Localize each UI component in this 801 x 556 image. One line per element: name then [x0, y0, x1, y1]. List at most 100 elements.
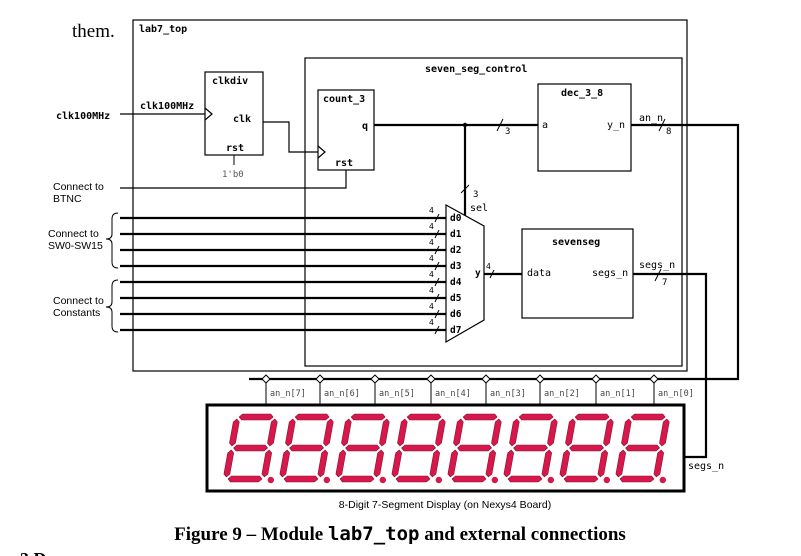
- dec-3-8-module: [537, 83, 632, 172]
- bus-width-d7: 4: [429, 318, 434, 327]
- anode-label-6: an_n[1]: [600, 389, 636, 399]
- digit-5-segment-a: [518, 413, 554, 421]
- digit-3-segment-f: [397, 418, 408, 447]
- bus-width-d3: 4: [429, 254, 434, 263]
- mux-input-bus-slashes: [434, 213, 440, 335]
- anode-tap-diamond: [315, 374, 325, 384]
- btnc-line2: BTNC: [53, 193, 82, 205]
- mux-port-d4: d4: [450, 277, 462, 288]
- digit-0-decimal-point: [267, 476, 275, 484]
- digit-5-decimal-point: [547, 476, 555, 484]
- bus-width-d1: 4: [429, 222, 434, 231]
- sevenseg-segs-port: segs_n: [592, 268, 628, 279]
- digit-6-segment-c: [597, 449, 608, 478]
- digit-4-segment-f: [453, 418, 464, 447]
- digit-7-decimal-point: [659, 476, 667, 484]
- digit-1-segment-c: [317, 449, 328, 478]
- clk-internal-label: clk100MHz: [140, 101, 194, 112]
- digit-2-segment-g: [345, 444, 380, 452]
- clk-external-label: clk100MHz: [56, 111, 110, 122]
- an-n-label: an_n: [639, 113, 663, 124]
- mux-port-d3: d3: [450, 261, 462, 272]
- mux-port-d1: d1: [450, 229, 462, 240]
- anode-tap-diamond: [426, 374, 436, 384]
- mux-input-ports: d0 d1 d2 d3 d4 d5 d6 d7: [450, 213, 462, 336]
- clkdiv-rst-tie: 1'b0: [222, 170, 244, 180]
- digit-0-segment-g: [233, 444, 268, 452]
- anode-tap-diamond: [261, 374, 271, 384]
- dec-3-8-label: dec_3_8: [561, 88, 603, 99]
- sel-width: 3: [473, 190, 478, 200]
- digit-0-segment-e: [223, 449, 234, 478]
- mux-port-d0: d0: [450, 213, 462, 224]
- digit-4-segment-a: [462, 413, 498, 421]
- seven-seg-control-label: seven_seg_control: [425, 64, 527, 75]
- bus-width-d5: 4: [429, 286, 434, 295]
- digit-6-segment-d: [563, 475, 599, 483]
- digit-0-segment-c: [261, 449, 272, 478]
- anode-tap-diamond: [481, 374, 491, 384]
- digit-7-segment-g: [625, 444, 660, 452]
- anode-label-2: an_n[5]: [379, 389, 415, 399]
- segs-n-label: segs_n: [639, 260, 675, 271]
- digit-7-segment-d: [619, 475, 655, 483]
- an-n-width: 8: [666, 127, 671, 137]
- digit-7-segment-f: [621, 418, 632, 447]
- lab7-top-label: lab7_top: [139, 24, 187, 35]
- anode-tap-diamond: [370, 374, 380, 384]
- digit-3-segment-b: [435, 418, 446, 447]
- segs-n-width: 7: [662, 278, 667, 288]
- constants-line2: Constants: [53, 307, 100, 319]
- anode-taps: an_n[7]an_n[6]an_n[5]an_n[4]an_n[3]an_n[…: [261, 374, 694, 405]
- clkdiv-clock-marker: [204, 107, 213, 121]
- bus-width-d0: 4: [429, 206, 434, 215]
- digit-1-segment-e: [279, 449, 290, 478]
- digit-7-segment-a: [630, 413, 666, 421]
- digit-3-segment-c: [429, 449, 440, 478]
- digit-5-segment-c: [541, 449, 552, 478]
- digit-6-decimal-point: [603, 476, 611, 484]
- count-3-label: count_3: [323, 94, 365, 105]
- digit-5-segment-d: [507, 475, 543, 483]
- digit-4-segment-e: [447, 449, 458, 478]
- digit-7-segment-b: [659, 418, 670, 447]
- display-caption: 8-Digit 7-Segment Display (on Nexys4 Boa…: [339, 499, 551, 511]
- digit-5-segment-f: [509, 418, 520, 447]
- bus-width-d2: 4: [429, 238, 434, 247]
- clkdiv-clk-port: clk: [233, 114, 251, 125]
- mux-port-d7: d7: [450, 325, 461, 336]
- clkdiv-label: clkdiv: [212, 75, 248, 87]
- mux-input-bus-widths: 4 4 4 4 4 4 4 4: [429, 206, 434, 327]
- digit-3-segment-a: [406, 413, 442, 421]
- digit-4-decimal-point: [491, 476, 499, 484]
- bus-width-d6: 4: [429, 302, 434, 311]
- count-3-rst-port: rst: [335, 158, 353, 169]
- digit-3-segment-e: [391, 449, 402, 478]
- digit-1-segment-a: [294, 413, 330, 421]
- sevenseg-module: [521, 228, 634, 319]
- anode-label-1: an_n[6]: [324, 389, 360, 399]
- digit-3-decimal-point: [435, 476, 443, 484]
- mux-out-port: y: [475, 268, 481, 279]
- digit-3-segment-d: [395, 475, 431, 483]
- anode-tap-diamond: [649, 374, 659, 384]
- digit-1-segment-f: [285, 418, 296, 447]
- mux-input-buses: [120, 216, 446, 332]
- bus-width-d4: 4: [429, 270, 434, 279]
- figure-caption: Figure 9 – Module lab7_top and external …: [174, 523, 626, 545]
- dec-3-8-y-port: y_n: [607, 120, 625, 131]
- count-bus-width: 3: [505, 127, 510, 137]
- digit-5-segment-b: [547, 418, 558, 447]
- digit-6-segment-g: [569, 444, 604, 452]
- digit-2-segment-d: [339, 475, 375, 483]
- anode-label-7: an_n[0]: [658, 389, 694, 399]
- digit-1-segment-b: [323, 418, 334, 447]
- count-3-q-port: q: [362, 121, 368, 132]
- switches-brace: [105, 212, 119, 269]
- digit-7-segment-c: [653, 449, 664, 478]
- digit-2-segment-b: [379, 418, 390, 447]
- digit-4-segment-d: [451, 475, 487, 483]
- anode-label-3: an_n[4]: [435, 389, 471, 399]
- figure-caption-code: lab7_top: [328, 523, 420, 545]
